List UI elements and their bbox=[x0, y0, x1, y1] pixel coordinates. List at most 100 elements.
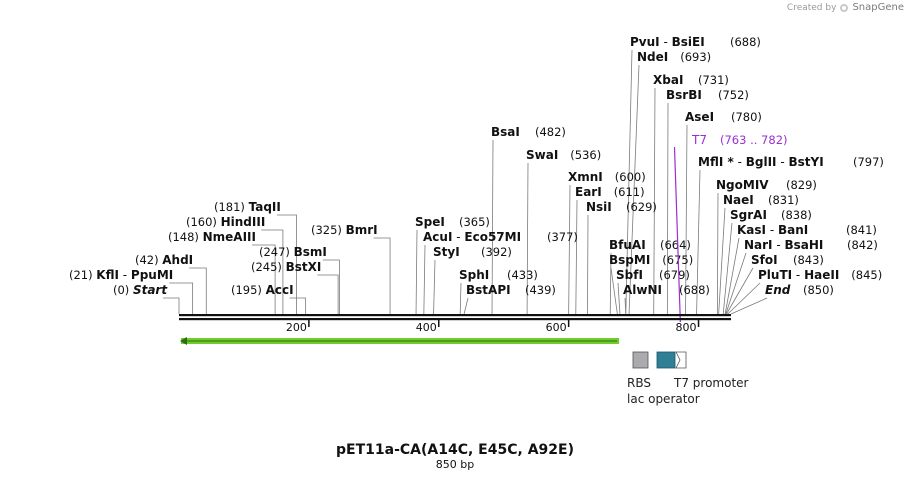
restriction-site[interactable]: NsiI(629) bbox=[586, 200, 657, 214]
restriction-site[interactable]: AcuI - Eco57MI(377) bbox=[423, 230, 578, 244]
restriction-site[interactable]: SgrAI(838) bbox=[730, 208, 812, 222]
restriction-site[interactable]: (325) BmrI bbox=[311, 223, 378, 237]
restriction-site[interactable]: BsaI(482) bbox=[491, 125, 566, 139]
site-separator: - bbox=[734, 155, 746, 169]
site-leader-lines bbox=[163, 49, 768, 315]
site-label: SfoI bbox=[751, 253, 778, 267]
orf-arrow[interactable] bbox=[180, 337, 620, 345]
restriction-site[interactable]: BfuAI(664) bbox=[609, 238, 691, 252]
restriction-site[interactable]: BsrBI(752) bbox=[666, 88, 749, 102]
site-position: (536) bbox=[570, 148, 601, 162]
restriction-site[interactable]: (247) BsmI bbox=[259, 245, 327, 259]
site-label: XmnI bbox=[568, 170, 603, 184]
site-separator: - bbox=[119, 268, 131, 282]
restriction-site[interactable]: SpeI(365) bbox=[415, 215, 490, 229]
restriction-site[interactable]: KasI - BanI(841) bbox=[737, 223, 877, 237]
restriction-site[interactable]: (42) AhdI bbox=[135, 253, 193, 267]
site-labels: (0) Start(21) KflI - PpuMI(42) AhdI (148)… bbox=[69, 35, 884, 297]
site-position: (845) bbox=[851, 268, 882, 282]
site-label: StyI bbox=[433, 245, 460, 259]
restriction-site[interactable]: (148) NmeAIII bbox=[168, 230, 256, 244]
site-leader bbox=[423, 244, 426, 315]
enzyme-name: XmnI bbox=[568, 170, 603, 184]
site-label: PluTI - HaeII bbox=[758, 268, 839, 282]
site-leader bbox=[727, 282, 761, 315]
site-position: (181) bbox=[214, 200, 249, 214]
sequence-backbone bbox=[179, 314, 731, 321]
site-leader bbox=[716, 192, 719, 315]
site-leader bbox=[276, 214, 297, 314]
site-position: (325) bbox=[311, 223, 346, 237]
site-leader bbox=[718, 207, 726, 315]
restriction-site[interactable]: AseI(780) bbox=[685, 110, 762, 124]
restriction-site[interactable]: MflI * - BglII - BstYI(797) bbox=[698, 155, 884, 169]
site-leader bbox=[433, 259, 436, 315]
site-position: (731) bbox=[698, 73, 729, 87]
restriction-site[interactable]: NgoMIV(829) bbox=[716, 178, 817, 192]
site-label: AseI bbox=[685, 110, 714, 124]
site-position: (392) bbox=[481, 245, 512, 259]
backbone-strand-bottom bbox=[179, 318, 731, 321]
restriction-site[interactable]: SfoI(843) bbox=[751, 253, 824, 267]
site-position: (439) bbox=[525, 283, 556, 297]
site-position: (600) bbox=[615, 170, 646, 184]
site-label: (181) TaqII bbox=[214, 200, 281, 214]
site-leader bbox=[415, 229, 418, 315]
restriction-site[interactable]: (195) AccI bbox=[231, 283, 294, 297]
enzyme-name: HindIII bbox=[221, 215, 266, 229]
restriction-site[interactable]: XbaI(731) bbox=[653, 73, 729, 87]
restriction-site[interactable]: BspMI(675) bbox=[609, 253, 693, 267]
site-leader bbox=[685, 124, 688, 315]
restriction-site[interactable]: NarI - BsaHI(842) bbox=[744, 238, 878, 252]
enzyme-name: BsaI bbox=[491, 125, 520, 139]
restriction-site[interactable]: PvuI - BsiEI(688) bbox=[630, 35, 761, 49]
restriction-site[interactable]: (245) BstXI bbox=[251, 260, 321, 274]
snapgene-logo-icon bbox=[840, 3, 849, 12]
site-separator: - bbox=[792, 268, 804, 282]
restriction-site[interactable]: BstAPI(439) bbox=[466, 283, 556, 297]
site-position: (148) bbox=[168, 230, 203, 244]
restriction-site[interactable]: StyI (392) bbox=[433, 245, 512, 259]
site-leader bbox=[526, 162, 529, 315]
site-label: (247) BsmI bbox=[259, 245, 327, 259]
restriction-site[interactable]: PluTI - HaeII (845) bbox=[758, 268, 882, 282]
t7-site-label: T7 bbox=[691, 133, 707, 147]
site-label: NarI - BsaHI bbox=[744, 238, 823, 252]
restriction-site[interactable]: SbfI(679) bbox=[616, 268, 690, 282]
restriction-site[interactable]: NaeI(831) bbox=[723, 193, 799, 207]
site-separator: - bbox=[452, 230, 464, 244]
enzyme-name: AseI bbox=[685, 110, 714, 124]
t7-promoter-feature[interactable] bbox=[675, 351, 687, 369]
site-leader bbox=[373, 237, 391, 314]
site-leader bbox=[653, 87, 656, 315]
site-leader bbox=[724, 237, 740, 315]
restriction-site[interactable]: (160) HindIII bbox=[186, 215, 265, 229]
restriction-site[interactable]: SwaI(536) bbox=[526, 148, 601, 162]
restriction-site[interactable]: NdeI(693) bbox=[637, 50, 711, 64]
enzyme-name: BstYI bbox=[788, 155, 823, 169]
restriction-site[interactable]: AlwNI(688) bbox=[623, 283, 710, 297]
site-leader bbox=[617, 282, 621, 315]
restriction-site[interactable]: (181) TaqII bbox=[214, 200, 281, 214]
restriction-site[interactable]: EarI(611) bbox=[575, 185, 645, 199]
rbs-feature[interactable] bbox=[632, 351, 649, 369]
restriction-site[interactable]: (0) Start bbox=[113, 283, 168, 297]
restriction-site[interactable]: SphI(433) bbox=[459, 268, 538, 282]
site-leader bbox=[696, 169, 701, 315]
site-label: SpeI bbox=[415, 215, 445, 229]
site-position: (838) bbox=[781, 208, 812, 222]
restriction-site[interactable]: End(850) bbox=[765, 283, 834, 297]
lac-operator-feature[interactable] bbox=[656, 351, 676, 369]
site-label: NaeI bbox=[723, 193, 754, 207]
enzyme-name: BsaHI bbox=[785, 238, 824, 252]
site-leader bbox=[730, 297, 768, 315]
site-separator: - bbox=[766, 223, 778, 237]
t7-site-feature[interactable]: T7 (763 .. 782) bbox=[673, 133, 788, 323]
plasmid-title: pET11a-CA(A14C, E45C, A92E) bbox=[336, 442, 574, 458]
t7-site-range: (763 .. 782) bbox=[720, 133, 788, 147]
site-label: End bbox=[765, 283, 791, 297]
site-separator: - bbox=[777, 155, 789, 169]
restriction-site[interactable]: (21) KflI - PpuMI bbox=[69, 268, 173, 282]
site-label: (160) HindIII bbox=[186, 215, 265, 229]
restriction-site[interactable]: XmnI (600) bbox=[568, 170, 646, 184]
